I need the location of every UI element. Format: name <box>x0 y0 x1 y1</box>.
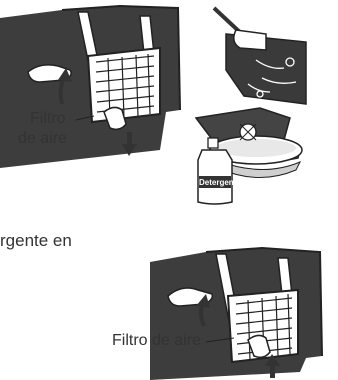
air-filter-bottom <box>226 288 299 364</box>
arrow-up-top <box>58 68 72 105</box>
arrow-down-top <box>122 132 137 156</box>
filter-label-top-line2: de aire <box>18 130 67 147</box>
detergent-text-fragment: rgente en <box>0 231 72 250</box>
leader-line-bottom <box>205 337 235 343</box>
vacuum-illustration <box>212 6 307 105</box>
detergent-bottle-illustration <box>197 137 233 205</box>
arrow-up-bottom-left <box>196 294 210 327</box>
hand-right-top <box>103 106 127 131</box>
hand-right-bottom <box>247 334 271 359</box>
filter-label-bottom: Filtro de aire <box>112 332 201 349</box>
air-filter-top <box>86 46 161 124</box>
leader-line-top <box>75 115 95 121</box>
arrow-up-bottom-right <box>265 354 280 378</box>
filter-label-top-line1: Filtro <box>30 110 66 127</box>
detergent-bottle-label: Detergent <box>199 178 237 187</box>
washing-basin-illustration <box>194 107 303 178</box>
